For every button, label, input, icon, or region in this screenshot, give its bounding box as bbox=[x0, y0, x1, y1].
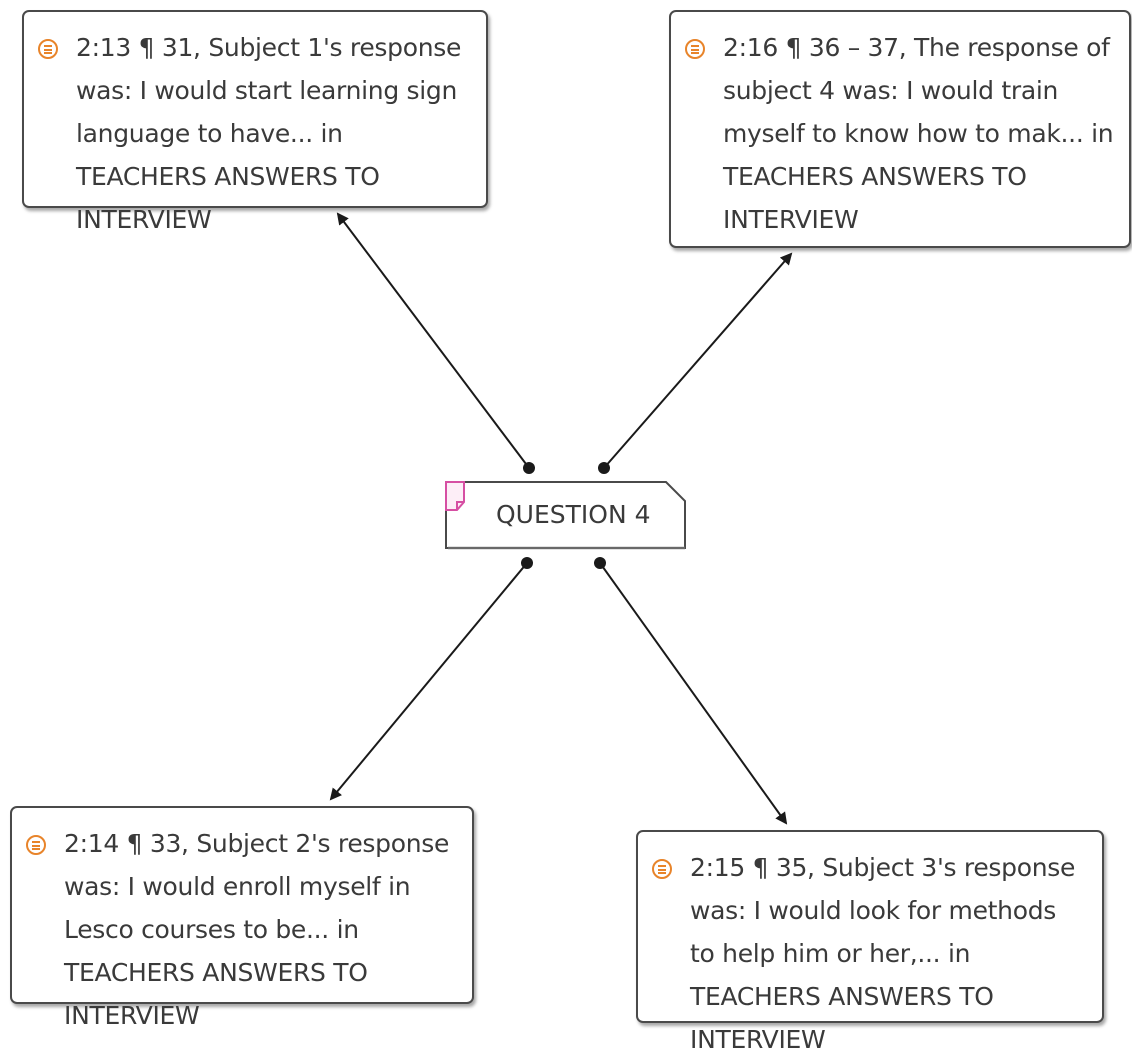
memo-node-shape bbox=[445, 481, 686, 550]
quotation-node[interactable]: 2:16 ¶ 36 – 37, The response of subject … bbox=[669, 10, 1131, 248]
quotation-text: 2:16 ¶ 36 – 37, The response of subject … bbox=[723, 33, 1114, 234]
links-layer bbox=[329, 212, 793, 825]
quotation-text: 2:14 ¶ 33, Subject 2's response was: I w… bbox=[64, 829, 450, 1030]
link-to-q1[interactable] bbox=[336, 212, 535, 474]
link-anchor-dot bbox=[594, 557, 606, 569]
link-to-q3[interactable] bbox=[594, 557, 788, 825]
quotation-node[interactable]: 2:13 ¶ 31, Subject 1's response was: I w… bbox=[22, 10, 488, 234]
link-to-q2[interactable] bbox=[329, 557, 533, 801]
link-anchor-dot bbox=[521, 557, 533, 569]
quotation-node[interactable]: 2:14 ¶ 33, Subject 2's response was: I w… bbox=[10, 806, 474, 1030]
link-to-q4[interactable] bbox=[598, 252, 793, 474]
link-anchor-dot bbox=[598, 462, 610, 474]
memo-node[interactable]: QUESTION 4 bbox=[444, 480, 687, 550]
memo-icon bbox=[445, 481, 465, 511]
link-anchor-dot bbox=[523, 462, 535, 474]
quotation-text: 2:15 ¶ 35, Subject 3's response was: I w… bbox=[690, 853, 1076, 1054]
quotation-text: 2:13 ¶ 31, Subject 1's response was: I w… bbox=[76, 33, 462, 234]
quotation-icon bbox=[685, 39, 705, 59]
quotation-icon bbox=[26, 835, 46, 855]
quotation-node[interactable]: 2:15 ¶ 35, Subject 3's response was: I w… bbox=[636, 830, 1104, 1054]
quotation-icon bbox=[652, 859, 672, 879]
quotation-icon bbox=[38, 39, 58, 59]
memo-label: QUESTION 4 bbox=[496, 500, 651, 529]
